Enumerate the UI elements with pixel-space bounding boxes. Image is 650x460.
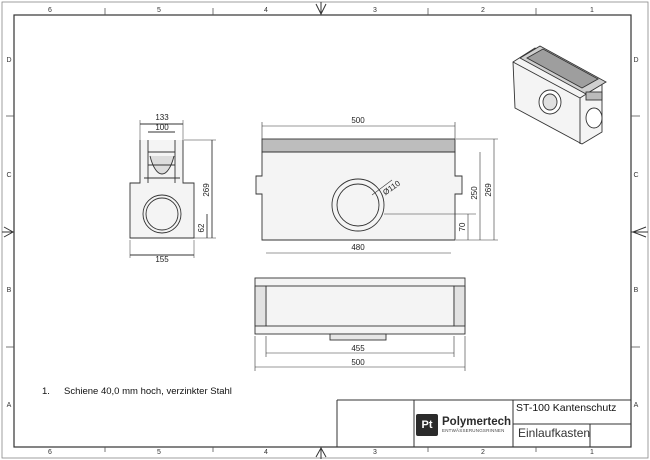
- note-text: Schiene 40,0 mm hoch, verzinkter Stahl: [64, 386, 232, 397]
- front-dims: [261, 122, 498, 254]
- row-label: B: [7, 287, 12, 294]
- part-name: Einlaufkasten: [518, 426, 591, 440]
- note-1: 1. Schiene 40,0 mm hoch, verzinkter Stahl: [42, 386, 232, 397]
- front-pipe-inner: [336, 183, 380, 227]
- dim-side-width: 155: [155, 255, 169, 264]
- dim-side-offset: 62: [197, 223, 206, 232]
- company-logo: Pt Polymertech ENTWÄSSERUNGSRINNEN: [416, 414, 511, 436]
- col-label: 2: [481, 7, 485, 14]
- logo-mark-icon: Pt: [416, 414, 438, 436]
- side-view: [129, 120, 216, 258]
- row-label: D: [633, 57, 638, 64]
- col-label: 4: [264, 449, 268, 456]
- company-name: Polymertech: [442, 415, 512, 428]
- company-subtitle: ENTWÄSSERUNGSRINNEN: [442, 428, 505, 433]
- col-label: 5: [157, 7, 161, 14]
- dim-side-top-outer: 133: [155, 113, 169, 122]
- inner-frame: [13, 14, 632, 448]
- front-grate: [261, 138, 456, 153]
- col-label: 1: [590, 449, 594, 456]
- col-label: 6: [48, 449, 52, 456]
- row-label: A: [634, 402, 639, 409]
- ruler-labels: 6 5 4 3 2 1 6 5 4 3 2 1 D C B A D C B A: [6, 7, 638, 456]
- title-block: [336, 399, 631, 447]
- dim-plan-outer-width: 500: [351, 358, 365, 367]
- isometric-view: [512, 45, 607, 145]
- col-label: 2: [481, 449, 485, 456]
- col-label: 5: [157, 449, 161, 456]
- col-label: 3: [373, 7, 377, 14]
- dim-side-height: 269: [202, 183, 211, 197]
- col-label: 1: [590, 7, 594, 14]
- row-label: D: [6, 57, 11, 64]
- dim-side-top-inner: 100: [155, 123, 169, 132]
- front-view: [255, 138, 476, 241]
- plan-dims: [254, 336, 466, 371]
- row-label: A: [7, 402, 12, 409]
- row-label: C: [633, 172, 638, 179]
- product-name: ST-100 Kantenschutz: [516, 402, 617, 414]
- col-label: 3: [373, 449, 377, 456]
- dim-plan-inner-width: 455: [351, 344, 365, 353]
- col-label: 6: [48, 7, 52, 14]
- front-pipe-outer: [331, 178, 385, 232]
- dim-front-bottom-width: 480: [351, 243, 365, 252]
- dim-front-inner-height: 250: [470, 186, 479, 200]
- dim-front-total-height: 269: [484, 183, 493, 197]
- plan-view: [254, 277, 466, 341]
- dim-front-top-width: 500: [351, 116, 365, 125]
- row-label: C: [6, 172, 11, 179]
- col-label: 4: [264, 7, 268, 14]
- note-number: 1.: [42, 386, 50, 397]
- dim-front-pipe-height: 70: [458, 222, 467, 231]
- row-label: B: [634, 287, 639, 294]
